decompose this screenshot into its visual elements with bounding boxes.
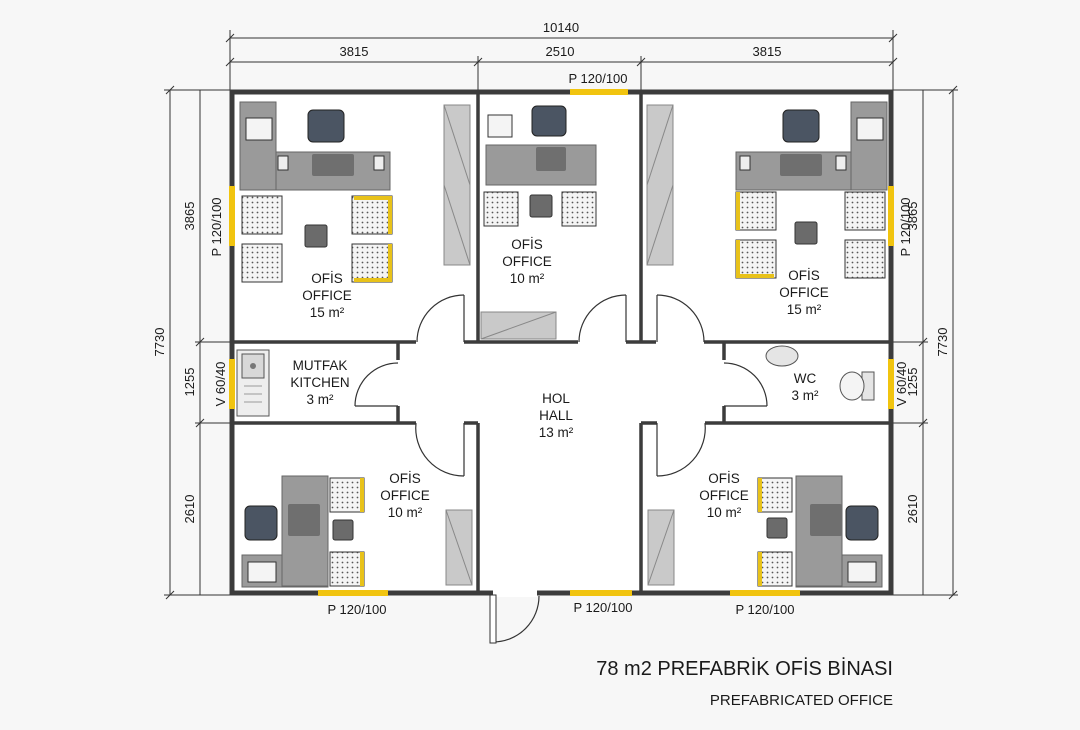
room-area: 10 m² (388, 505, 423, 520)
room-label-en: KITCHEN (290, 375, 349, 390)
window-label-top-center: P 120/100 (568, 71, 627, 86)
computers (245, 114, 884, 583)
sink-icon (236, 349, 270, 417)
room-label-en: HALL (539, 408, 573, 423)
room-area: 10 m² (510, 271, 545, 286)
room-label-tr: MUTFAK (293, 358, 348, 373)
room-label-en: OFFICE (302, 288, 352, 303)
room-label-en: OFFICE (380, 488, 430, 503)
room-area: 3 m² (307, 392, 335, 407)
room-label-tr: OFİS (708, 471, 740, 486)
room-label-tr: OFİS (389, 471, 421, 486)
window-label-left-top: P 120/100 (209, 197, 224, 256)
room-area: 10 m² (707, 505, 742, 520)
dim-right-bottom: 2610 (905, 495, 920, 524)
coffee-tables (304, 194, 818, 541)
room-area: 15 m² (787, 302, 822, 317)
dim-total-width: 10140 (543, 20, 579, 35)
window-label-right-middle: V 60/40 (894, 362, 909, 407)
toilet-icon (765, 345, 875, 401)
room-label-en: OFFICE (779, 285, 829, 300)
window-label-right-top: P 120/100 (898, 197, 913, 256)
visitor-chairs (241, 191, 886, 587)
room-label-tr: HOL (542, 391, 570, 406)
desk-tops (288, 147, 842, 536)
dim-left-total: 7730 (152, 328, 167, 357)
dim-left-top: 3865 (182, 202, 197, 231)
window-label-bottom-center: P 120/100 (573, 600, 632, 615)
door-openings (394, 339, 728, 597)
room-label-en: OFFICE (699, 488, 749, 503)
dim-center-width: 2510 (546, 44, 575, 59)
dim-left-width: 3815 (340, 44, 369, 59)
dimension-lines (164, 30, 958, 600)
plan-title: 78 m2 PREFABRİK OFİS BİNASI (596, 657, 893, 680)
window-label-left-middle: V 60/40 (213, 362, 228, 407)
dim-left-middle: 1255 (182, 368, 197, 397)
dim-right-width: 3815 (753, 44, 782, 59)
office-chairs (244, 105, 879, 541)
window-label-bottom-left: P 120/100 (327, 602, 386, 617)
dim-right-top: 3865 (905, 202, 920, 231)
room-label-tr: OFİS (311, 271, 343, 286)
dim-right-total: 7730 (935, 328, 950, 357)
plan-subtitle: PREFABRICATED OFFICE (710, 692, 893, 709)
window-label-bottom-right: P 120/100 (735, 602, 794, 617)
dim-right-middle: 1255 (905, 368, 920, 397)
doors (354, 294, 768, 643)
entrance-door (489, 594, 497, 644)
room-label-tr: OFİS (511, 237, 543, 252)
room-area: 3 m² (792, 388, 820, 403)
room-label-tr: OFİS (788, 268, 820, 283)
room-area: 15 m² (310, 305, 345, 320)
windows (229, 89, 894, 596)
room-labels: OFİS OFFICE 15 m² OFİS OFFICE 10 m² OFİS… (290, 237, 828, 520)
room-label-en: OFFICE (502, 254, 552, 269)
room-label-en: WC (794, 371, 817, 386)
dim-left-bottom: 2610 (182, 495, 197, 524)
chair-accents (354, 192, 774, 586)
room-area: 13 m² (539, 425, 574, 440)
cabinets (443, 104, 675, 586)
